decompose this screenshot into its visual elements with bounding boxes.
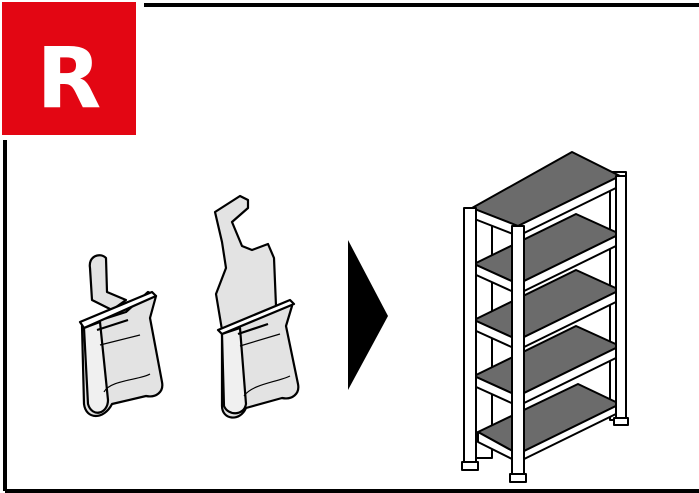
shelf-clip-tall-icon — [213, 194, 300, 419]
step-badge-background — [2, 2, 136, 135]
shelf-3 — [473, 269, 621, 351]
step-badge-letter: R — [37, 29, 102, 127]
arrow-right-icon — [348, 240, 388, 390]
upright-front-far — [615, 175, 627, 421]
shelf-clip-short-icon — [78, 254, 164, 418]
panel-frame — [3, 3, 699, 493]
foot-far — [613, 417, 629, 426]
upright-front-right — [511, 225, 525, 477]
step-badge: R — [2, 2, 136, 135]
foot-left — [461, 461, 479, 471]
shelving-unit-icon — [461, 151, 629, 483]
foot-right — [509, 473, 527, 483]
upright-front-left — [463, 207, 477, 465]
